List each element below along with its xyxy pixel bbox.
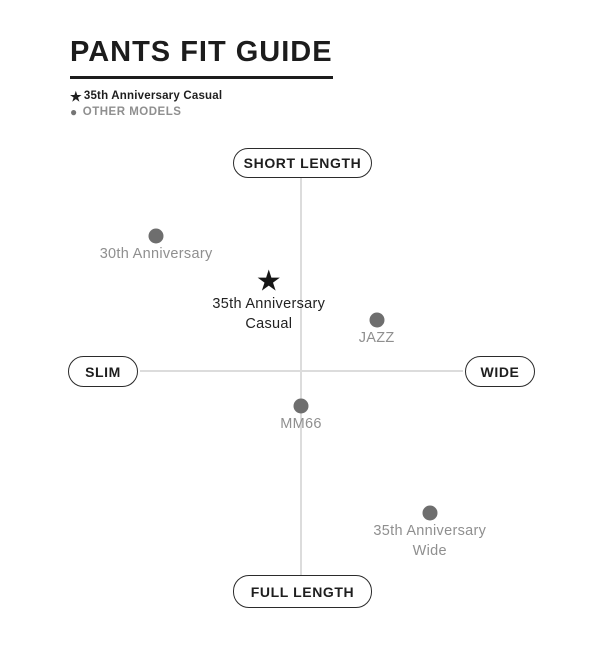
legend: ★ 35th Anniversary Casual ● OTHER MODELS	[70, 88, 222, 120]
dot-marker-icon	[148, 228, 164, 244]
axis-label-wide: WIDE	[465, 356, 535, 387]
star-icon: ★	[70, 88, 82, 104]
axis-label-slim: SLIM	[68, 356, 138, 387]
legend-item-other-models: ● OTHER MODELS	[70, 104, 222, 120]
dot-marker-icon	[293, 398, 309, 414]
dot-marker-icon	[422, 505, 438, 521]
star-marker-icon: ★	[255, 265, 282, 298]
horizontal-axis-line	[140, 370, 463, 372]
point-label-jazz: JAZZ	[358, 330, 395, 347]
axis-label-full-length: FULL LENGTH	[233, 575, 372, 608]
dot-marker-icon	[369, 312, 385, 328]
vertical-axis-line	[300, 178, 302, 575]
legend-item-primary: ★ 35th Anniversary Casual	[70, 88, 222, 104]
page-title: PANTS FIT GUIDE	[70, 36, 333, 79]
legend-primary-label: 35th Anniversary Casual	[83, 90, 223, 102]
point-label-mm66: MM66	[280, 416, 322, 433]
legend-other-label: OTHER MODELS	[82, 106, 182, 118]
dot-icon: ●	[70, 105, 78, 119]
point-label-30th-anniversary: 30th Anniversary	[99, 246, 213, 263]
axis-label-short-length: SHORT LENGTH	[233, 148, 372, 178]
